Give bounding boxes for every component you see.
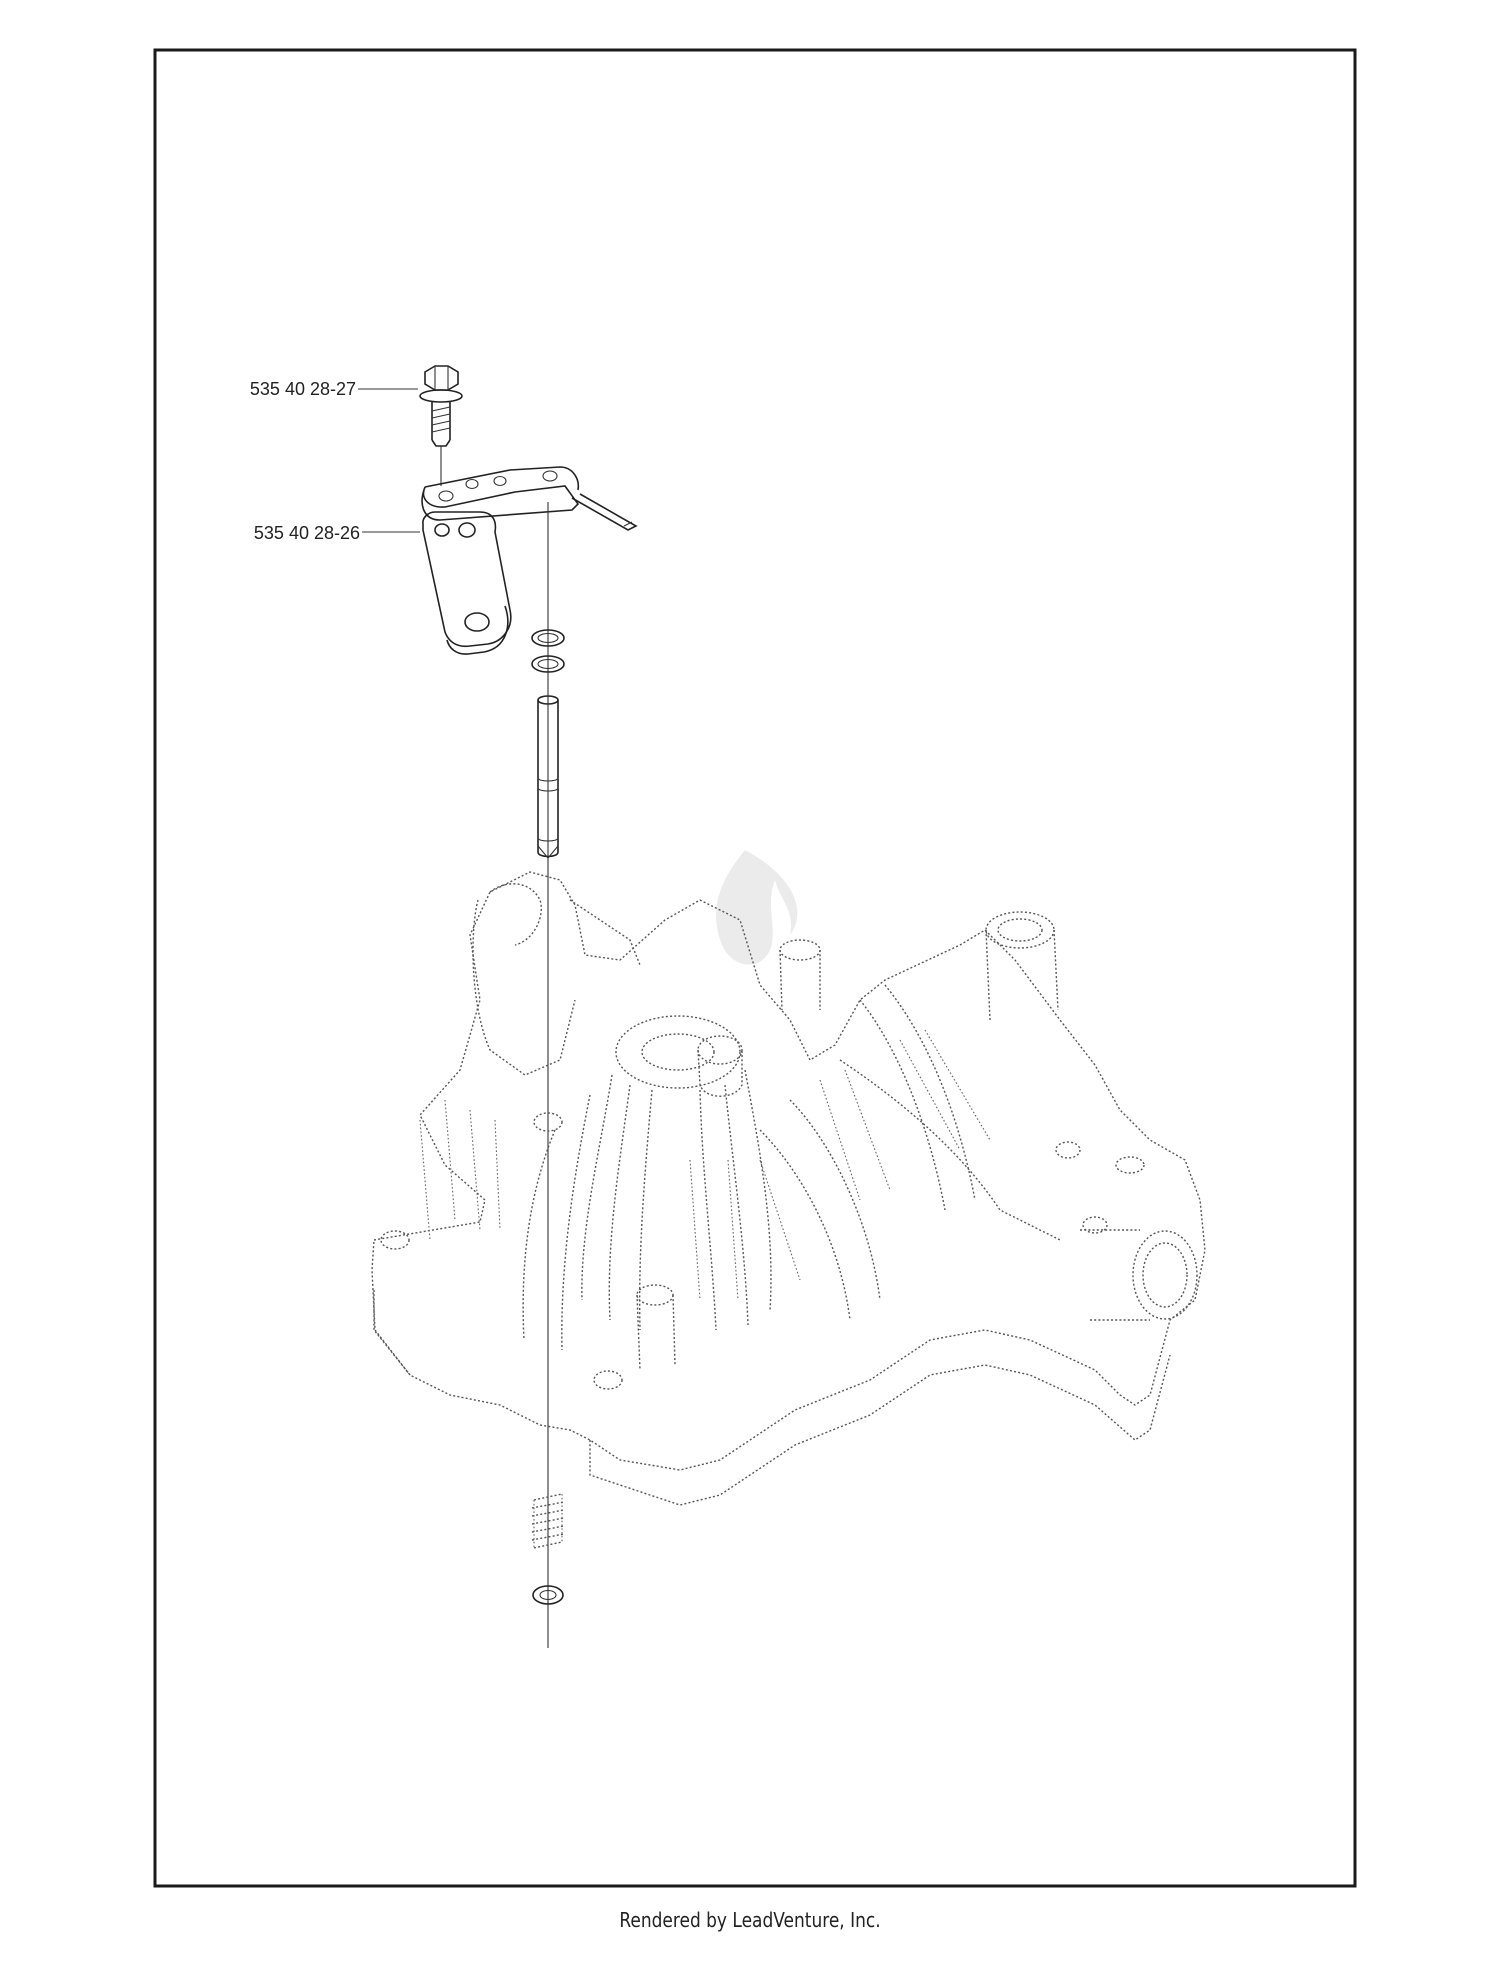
bolt-part bbox=[419, 365, 463, 447]
o-ring-part bbox=[531, 629, 565, 673]
part-label-bolt[interactable]: 535 40 28-27 bbox=[250, 379, 356, 399]
bracket-part bbox=[422, 511, 512, 655]
diagram-frame bbox=[153, 48, 1357, 1888]
shaft-pin-part bbox=[537, 695, 559, 859]
watermark-logo bbox=[716, 850, 798, 965]
transaxle-housing bbox=[371, 871, 1206, 1506]
spring-part bbox=[531, 1493, 565, 1549]
washer-part bbox=[532, 1585, 564, 1605]
footer-credit: Rendered by LeadVenture, Inc. bbox=[619, 1908, 881, 1932]
lever-arm-part bbox=[421, 466, 638, 531]
part-label-bracket[interactable]: 535 40 28-26 bbox=[254, 523, 360, 543]
